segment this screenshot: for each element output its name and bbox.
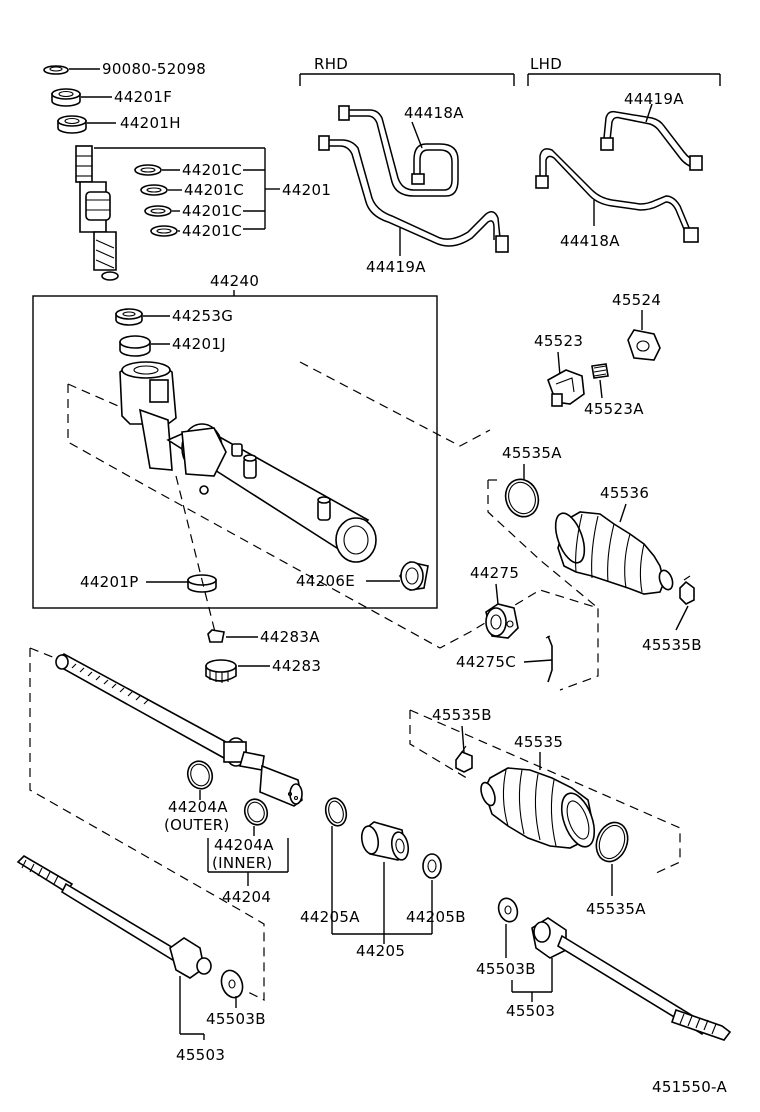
tie-rod-45503-left [16, 854, 212, 979]
label-44204A-outer: 44204A [168, 798, 228, 816]
label-44418A-lhd: 44418A [560, 232, 620, 250]
label-44283: 44283 [272, 657, 321, 675]
label-45524: 45524 [612, 291, 661, 309]
label-45523: 45523 [534, 332, 583, 350]
seal-44201P [187, 574, 217, 593]
boot-45535 [480, 767, 596, 849]
label-45503B-right: 45503B [476, 960, 536, 978]
bearing-44201J [119, 335, 151, 357]
snap-ring-44275C [545, 635, 553, 683]
small-nut-90080-52098 [43, 65, 69, 75]
pipe-rhd-44418A [338, 105, 459, 197]
bushing-44275 [485, 603, 519, 639]
seal-44253G [115, 308, 143, 326]
bushing-44205-body [360, 821, 410, 861]
header-rhd: RHD [314, 55, 348, 73]
label-45535B-mid: 45535B [432, 706, 492, 724]
ring-44205A [324, 797, 348, 827]
steering-rack-bar [55, 653, 303, 807]
label-44283A: 44283A [260, 628, 320, 646]
header-lhd: LHD [530, 55, 562, 73]
oil-seal-44201F [51, 88, 81, 107]
washer-45503B-right [497, 897, 519, 923]
label-44201: 44201 [282, 181, 331, 199]
label-44205B: 44205B [406, 908, 466, 926]
label-44201C-1: 44201C [182, 161, 242, 179]
label-45503B-left: 45503B [206, 1010, 266, 1028]
clip-45535B-top [679, 575, 695, 605]
box-44240-housing-assembly [32, 295, 438, 609]
ring-44204A-outer [186, 760, 214, 790]
pinion-valve-shaft [75, 145, 119, 281]
label-90080-52098: 90080-52098 [102, 60, 206, 78]
adjusting-screw-45524 [627, 329, 661, 361]
ring-44205B [422, 853, 442, 879]
label-45535: 45535 [514, 733, 563, 751]
tie-rod-45503-right [531, 917, 732, 1041]
bearing-44201H [57, 115, 87, 134]
label-45535A-mid: 45535A [586, 900, 646, 918]
label-44201C-2: 44201C [184, 181, 244, 199]
clamp-45535A-top [504, 478, 540, 518]
label-44253G: 44253G [172, 307, 233, 325]
label-44201F: 44201F [114, 88, 172, 106]
bushing-44206E [399, 561, 429, 591]
figure-code: 451550-A [652, 1078, 727, 1096]
pipe-lhd-44419A [600, 110, 703, 171]
label-44419A-lhd: 44419A [624, 90, 684, 108]
label-44275C: 44275C [456, 653, 516, 671]
label-44205: 44205 [356, 942, 405, 960]
label-44201C-3: 44201C [182, 202, 242, 220]
clip-45535B-mid [455, 745, 473, 773]
label-44204A-inner-note: (INNER) [212, 854, 273, 872]
pipe-lhd-44418A [535, 148, 699, 243]
label-44201C-4: 44201C [182, 222, 242, 240]
label-44204A-outer-note: (OUTER) [164, 816, 230, 834]
label-45535B-top: 45535B [642, 636, 702, 654]
plug-44283 [205, 659, 237, 683]
label-44240: 44240 [210, 272, 259, 290]
label-44418A-rhd: 44418A [404, 104, 464, 122]
steering-gear-housing-44240 [119, 361, 377, 563]
label-45523A: 45523A [584, 400, 644, 418]
clamp-45535A-mid [595, 821, 629, 863]
spring-45523A [591, 363, 609, 379]
label-45536: 45536 [600, 484, 649, 502]
label-44204A-inner: 44204A [214, 836, 274, 854]
label-44206E: 44206E [296, 572, 355, 590]
label-45503-left: 45503 [176, 1046, 225, 1064]
rack-guide-45523 [547, 369, 585, 407]
seal-rings-44201C [134, 164, 178, 237]
ring-44204A-inner [243, 798, 269, 826]
label-45535A-top: 45535A [502, 444, 562, 462]
label-44201H: 44201H [120, 114, 181, 132]
label-44275: 44275 [470, 564, 519, 582]
label-44419A-rhd: 44419A [366, 258, 426, 276]
label-44204: 44204 [222, 888, 271, 906]
label-45503-right: 45503 [506, 1002, 555, 1020]
label-44201P: 44201P [80, 573, 139, 591]
label-44205A: 44205A [300, 908, 360, 926]
pipe-rhd-44419A [318, 135, 509, 253]
label-44201J: 44201J [172, 335, 226, 353]
washer-45503B-left [220, 969, 244, 999]
boot-45536 [554, 511, 674, 595]
nut-44283A [207, 629, 225, 643]
